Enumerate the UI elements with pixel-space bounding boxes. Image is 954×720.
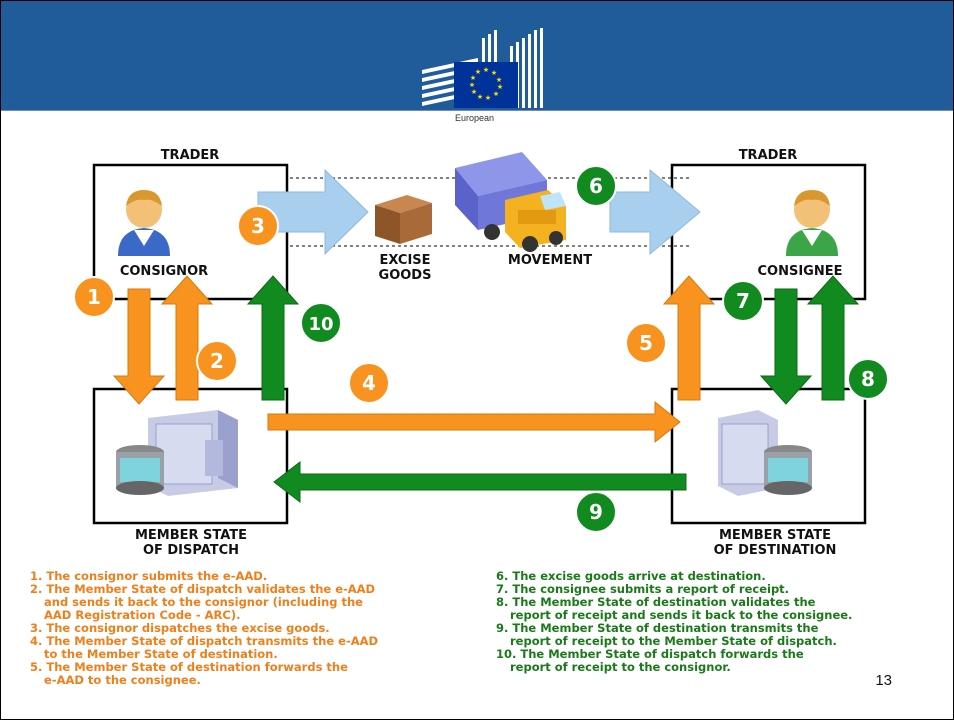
trader-left-title: TRADER [160, 148, 220, 163]
excise-goods-label: EXCISE GOODS [366, 253, 444, 283]
svg-text:★: ★ [469, 81, 475, 89]
page-number: 13 [875, 672, 892, 689]
destination-line1: MEMBER STATE [718, 528, 832, 543]
step-badge-8: 8 [847, 358, 889, 400]
svg-text:★: ★ [471, 88, 477, 96]
legend-item-2-line3: AAD Registration Code - ARC). [44, 608, 241, 622]
step-badge-5: 5 [625, 322, 667, 364]
svg-text:★: ★ [496, 76, 502, 84]
svg-text:3: 3 [251, 214, 265, 238]
svg-text:★: ★ [491, 69, 497, 77]
svg-text:1: 1 [87, 285, 101, 309]
legend-item-6: 6. The excise goods arrive at destinatio… [496, 569, 766, 583]
legend-item-4-line2: to the Member State of destination. [44, 647, 278, 661]
trader-right-title: TRADER [738, 148, 798, 163]
step-badge-4: 4 [348, 362, 390, 404]
legend-item-4: 4. The Member State of dispatch transmit… [30, 634, 379, 648]
svg-text:10: 10 [308, 314, 333, 335]
destination-line2: OF DESTINATION [713, 543, 837, 558]
legend-item-2-line2: and sends it back to the consignor (incl… [44, 595, 363, 609]
arrow-step-8 [806, 275, 860, 401]
step-badge-1: 1 [73, 276, 115, 318]
svg-text:★: ★ [483, 66, 489, 74]
destination-server-icon [718, 410, 812, 496]
legend-item-10-line2: report of receipt to the consignor. [510, 660, 731, 674]
movement-arrow-right [609, 168, 701, 256]
consignee-person-icon [786, 190, 838, 256]
logo-caption: European [455, 113, 495, 123]
svg-text:★: ★ [497, 83, 503, 91]
svg-text:★: ★ [477, 93, 483, 101]
excise-goods-line2: GOODS [378, 268, 432, 283]
legend-item-7: 7. The consignee submits a report of rec… [496, 582, 790, 596]
arrow-step-7 [759, 288, 813, 405]
legend-item-3: 3. The consignor dispatches the excise g… [30, 621, 330, 635]
step-badge-9: 9 [575, 491, 617, 533]
arrow-step-5 [662, 275, 716, 401]
svg-text:★: ★ [485, 94, 491, 102]
dispatch-server-icon [116, 410, 238, 496]
svg-text:7: 7 [736, 289, 750, 313]
consignor-person-icon [118, 190, 170, 256]
dispatch-state-label: MEMBER STATE OF DISPATCH [116, 528, 266, 558]
arrow-step-9 [273, 460, 687, 504]
svg-text:4: 4 [362, 371, 376, 395]
svg-text:★: ★ [493, 90, 499, 98]
arrow-step-10 [246, 275, 300, 401]
legend-item-1: 1. The consignor submits the e-AAD. [30, 569, 268, 583]
dispatch-line2: OF DISPATCH [142, 543, 240, 558]
consignee-label: CONSIGNEE [757, 264, 843, 279]
legend-item-9-line2: report of receipt to the Member State of… [510, 634, 837, 648]
legend-right: 6. The excise goods arrive at destinatio… [496, 570, 936, 674]
consignor-label: CONSIGNOR [119, 264, 209, 279]
svg-text:8: 8 [861, 367, 875, 391]
svg-text:2: 2 [210, 349, 224, 373]
movement-arrow-left [257, 168, 369, 256]
step-badge-3: 3 [237, 205, 279, 247]
legend-item-2: 2. The Member State of dispatch validate… [30, 582, 376, 596]
svg-text:5: 5 [639, 331, 653, 355]
step-badge-7: 7 [722, 280, 764, 322]
truck-icon [455, 152, 566, 252]
legend-item-5-line2: e-AAD to the consignee. [44, 673, 201, 687]
svg-text:★: ★ [475, 68, 481, 76]
arrow-step-4 [267, 400, 681, 444]
svg-text:★: ★ [470, 74, 476, 82]
goods-box-icon [375, 195, 432, 244]
european-commission-logo: ★ ★ ★ ★ ★ ★ ★ ★ ★ ★ ★ [422, 28, 543, 108]
arrow-step-2 [160, 275, 214, 401]
movement-label: MOVEMENT [507, 253, 593, 268]
legend-item-5: 5. The Member State of destination forwa… [30, 660, 348, 674]
svg-text:6: 6 [589, 174, 603, 198]
excise-goods-line1: EXCISE [379, 253, 431, 268]
step-badge-10: 10 [300, 302, 342, 344]
legend-item-9: 9. The Member State of destination trans… [496, 621, 819, 635]
legend-item-8-line2: report of receipt and sends it back to t… [510, 608, 853, 622]
step-badge-6: 6 [575, 165, 617, 207]
arrow-step-1 [112, 288, 166, 405]
destination-state-box [670, 387, 867, 525]
dispatch-line1: MEMBER STATE [134, 528, 248, 543]
svg-text:9: 9 [589, 500, 603, 524]
step-badge-2: 2 [196, 340, 238, 382]
destination-state-label: MEMBER STATE OF DESTINATION [690, 528, 860, 558]
legend-left: 1. The consignor submits the e-AAD. 2. T… [30, 570, 470, 687]
legend-item-8: 8. The Member State of destination valid… [496, 595, 816, 609]
legend-item-10: 10. The Member State of dispatch forward… [496, 647, 804, 661]
